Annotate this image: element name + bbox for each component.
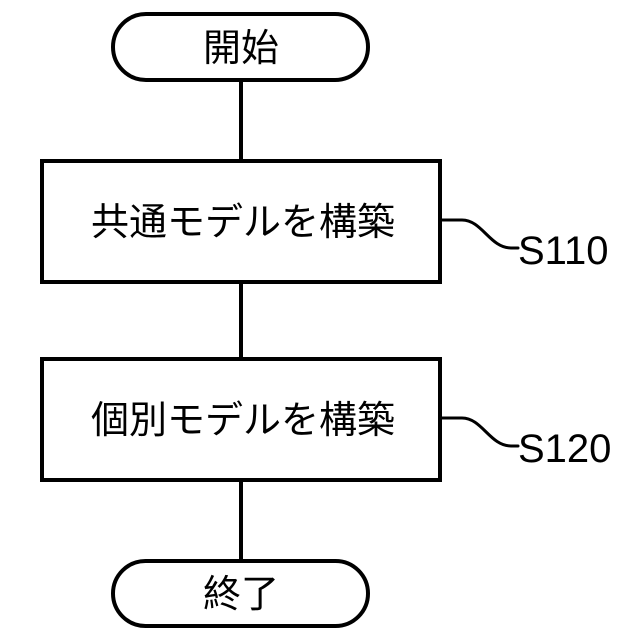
step2-node-label: 個別モデルを構築: [91, 398, 395, 442]
step2-node-shape: [40, 357, 442, 482]
node-step-s120[interactable]: 個別モデルを構築: [40, 357, 442, 482]
node-step-s110[interactable]: 共通モデルを構築: [40, 159, 442, 284]
step-label-s110: S110: [518, 229, 608, 273]
step1-node-label: 共通モデルを構築: [91, 200, 395, 244]
step1-node-shape: [40, 159, 442, 284]
step-reference-s110: S110: [439, 218, 608, 273]
leader-line-s120: [439, 416, 520, 448]
end-node-label: 終了: [203, 572, 279, 616]
node-start[interactable]: 開始: [111, 12, 370, 82]
start-node-shape: [111, 12, 370, 82]
step-reference-s120: S120: [439, 416, 611, 471]
start-node-label: 開始: [203, 26, 279, 70]
step-label-s120: S120: [518, 427, 611, 471]
leader-line-s110: [439, 218, 520, 250]
end-node-shape: [111, 559, 370, 628]
node-end[interactable]: 終了: [111, 559, 370, 628]
